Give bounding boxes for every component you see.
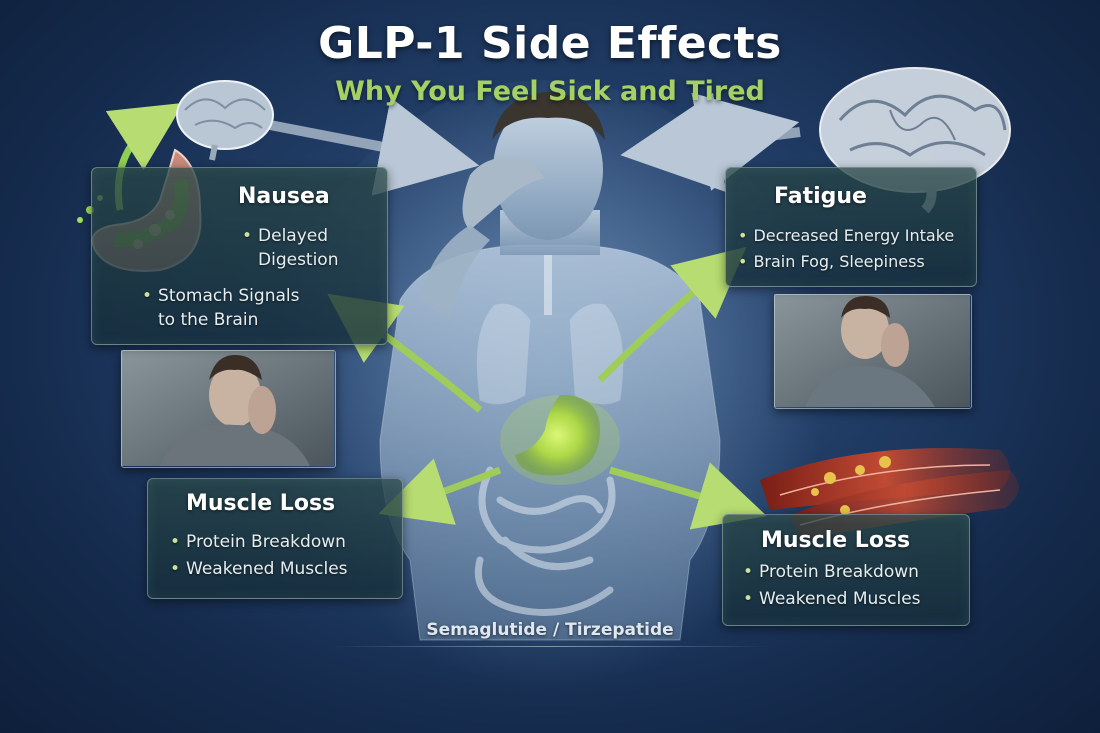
fatigue-bullet: Decreased Energy Intake xyxy=(738,224,954,248)
muscle-loss-left-bullet: Weakened Muscles xyxy=(170,557,348,581)
nausea-bullet: Delayed xyxy=(242,224,328,248)
muscle-loss-right-bullet: Protein Breakdown xyxy=(743,560,919,584)
nausea-bullet-continuation: Digestion xyxy=(258,250,339,270)
footer-divider xyxy=(330,646,770,647)
fatigue-bullet: Brain Fog, Sleepiness xyxy=(738,250,924,274)
photo-right-illustration xyxy=(774,294,970,407)
muscle-loss-right-panel: Muscle Loss Protein Breakdown Weakened M… xyxy=(722,514,970,626)
brain-icon-small xyxy=(176,80,274,161)
nausea-bullet-continuation: to the Brain xyxy=(158,310,259,330)
page-subtitle: Why You Feel Sick and Tired xyxy=(335,76,765,107)
muscle-loss-left-title: Muscle Loss xyxy=(186,491,336,516)
fatigue-title: Fatigue xyxy=(774,184,867,209)
fatigue-panel: Fatigue Decreased Energy Intake Brain Fo… xyxy=(725,167,977,287)
nausea-title: Nausea xyxy=(238,184,330,209)
photo-left-illustration xyxy=(121,350,334,466)
drug-names-caption: Semaglutide / Tirzepatide xyxy=(426,620,674,640)
muscle-loss-left-bullet: Protein Breakdown xyxy=(170,530,346,554)
photo-right xyxy=(774,294,972,409)
muscle-loss-right-title: Muscle Loss xyxy=(761,528,911,553)
page-title: GLP-1 Side Effects xyxy=(318,18,782,69)
muscle-loss-right-bullet: Weakened Muscles xyxy=(743,587,921,611)
nausea-panel: Nausea Delayed Digestion Stomach Signals… xyxy=(91,167,388,345)
nausea-bullet: Stomach Signals xyxy=(142,284,299,308)
muscle-loss-left-panel: Muscle Loss Protein Breakdown Weakened M… xyxy=(147,478,403,599)
photo-left xyxy=(121,350,336,468)
